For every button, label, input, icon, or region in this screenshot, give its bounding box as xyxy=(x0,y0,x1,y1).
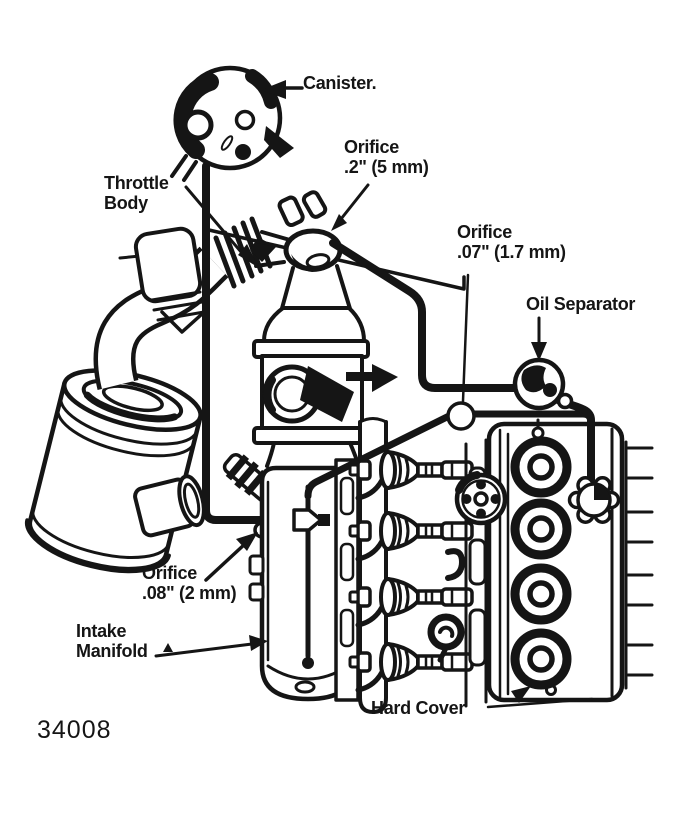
throttle-body-label-line1: Throttle xyxy=(104,173,169,193)
oil-separator-label: Oil Separator xyxy=(526,294,636,314)
cover-port xyxy=(515,441,567,493)
cover-port xyxy=(515,503,567,555)
cover-port xyxy=(515,568,567,620)
intake-manifold-label: Intake Manifold xyxy=(76,621,148,661)
intake-manifold-label-line2: Manifold xyxy=(76,641,148,661)
hose-hook xyxy=(445,548,465,581)
fuel-injectors xyxy=(350,452,472,690)
throttle-body xyxy=(238,190,398,468)
orifice-2mm-connector xyxy=(292,508,330,532)
throttle-body-label: Throttle Body xyxy=(104,173,169,213)
hose-canister-to-manifold xyxy=(202,162,298,524)
orifice-17mm-port xyxy=(446,401,476,431)
orifice-5mm-label: Orifice .2" (5 mm) xyxy=(344,137,429,177)
breather-fitting xyxy=(567,476,621,524)
gasket-ticks xyxy=(626,446,654,677)
orifice-5mm-label-line2: .2" (5 mm) xyxy=(344,157,429,177)
flow-arrow xyxy=(372,364,398,392)
throttle-body-label-line2: Body xyxy=(104,193,148,213)
orifice-2mm-arrow xyxy=(236,532,258,551)
throttle-body-leader xyxy=(184,185,249,261)
orifice-17mm-label-line1: Orifice xyxy=(457,222,512,242)
intake-manifold xyxy=(248,458,360,702)
intake-manifold-label-line1: Intake xyxy=(76,621,127,641)
intake-manifold-arrow xyxy=(249,635,268,651)
hose-throttle-to-separator xyxy=(329,239,520,392)
pulley xyxy=(454,471,508,526)
orifice-2mm-label-line1: Orifice xyxy=(142,563,197,583)
figure-number: 34008 xyxy=(37,716,112,744)
oil-separator-arrow xyxy=(531,342,547,361)
duct-bracket xyxy=(118,226,206,334)
engine-block xyxy=(464,418,654,708)
orifice-17mm-label: Orifice .07" (1.7 mm) xyxy=(457,222,566,262)
orifice-2mm-label: Orifice .08" (2 mm) xyxy=(142,563,237,603)
orifice-17mm-label-line2: .07" (1.7 mm) xyxy=(457,242,566,262)
oil-cap xyxy=(427,613,465,651)
cover-port xyxy=(515,633,567,685)
air-cleaner xyxy=(24,368,206,574)
canister-label: Canister. xyxy=(303,73,377,93)
canister-arrow xyxy=(261,80,286,99)
orifice-2mm-label-line2: .08" (2 mm) xyxy=(142,583,237,603)
hard-cover-label: Hard Cover xyxy=(371,698,466,718)
oil-separator xyxy=(512,357,574,411)
leader-lines xyxy=(154,80,594,709)
hard-cover-arrow xyxy=(511,686,531,703)
canister xyxy=(170,65,294,182)
orifice-17mm-leader xyxy=(461,273,470,403)
orifice-5mm-label-line1: Orifice xyxy=(344,137,399,157)
orifice-5mm-arrow xyxy=(331,214,347,231)
